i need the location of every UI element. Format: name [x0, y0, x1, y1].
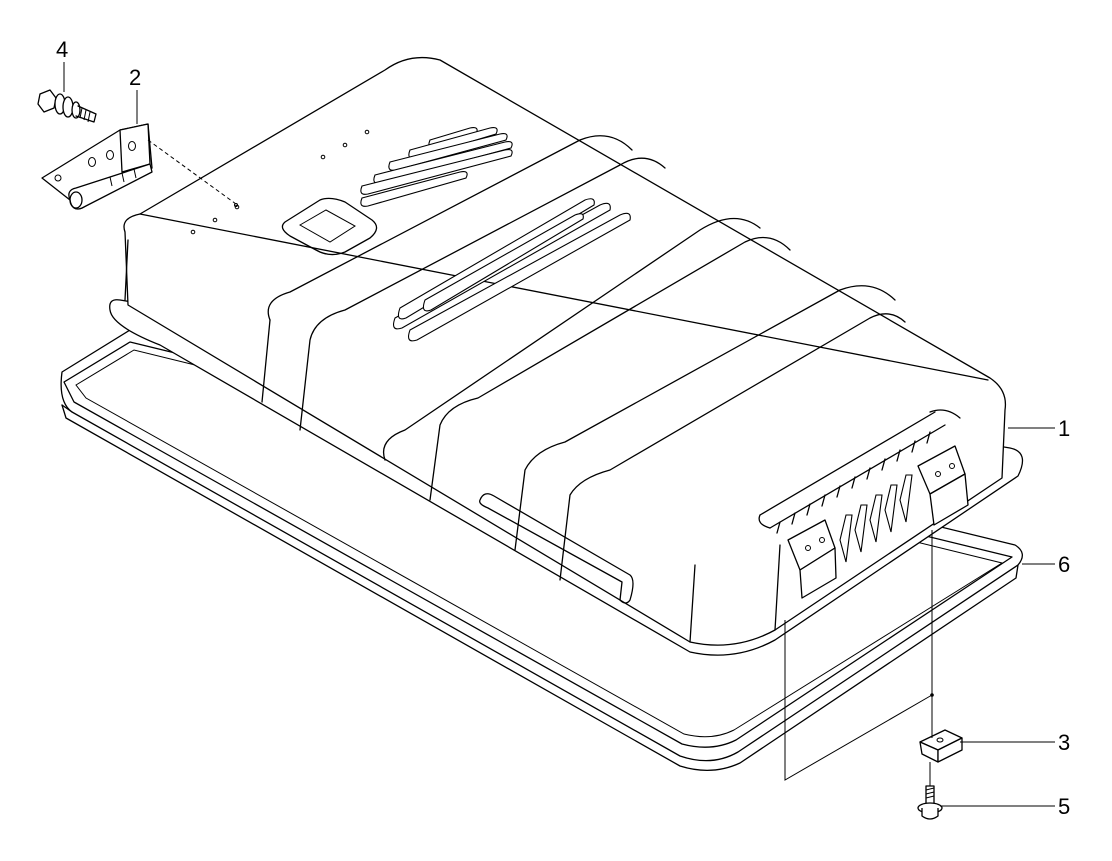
middle-vent-slots — [393, 198, 631, 342]
clip-part-3 — [919, 729, 963, 763]
callout-leaders — [63, 62, 1055, 807]
callout-2: 2 — [129, 65, 141, 90]
housing-cover-part-1 — [109, 56, 1024, 656]
base-tray-part-6 — [60, 329, 1023, 771]
callout-1: 1 — [1058, 416, 1070, 441]
rear-vent-slots — [360, 127, 513, 207]
front-bracket-right — [917, 445, 969, 526]
callout-4: 4 — [56, 37, 68, 62]
bolt-part-4 — [37, 89, 97, 123]
callout-5: 5 — [1058, 794, 1070, 819]
wire-handle — [479, 493, 634, 604]
hinge-part-2 — [41, 123, 153, 210]
callout-3: 3 — [1058, 730, 1070, 755]
front-bracket-left — [787, 519, 837, 599]
handle-recess — [281, 197, 378, 256]
front-vent-comb — [758, 409, 961, 563]
callout-6: 6 — [1058, 552, 1070, 577]
assembly-lines — [147, 139, 934, 786]
screw-part-5 — [917, 785, 943, 820]
